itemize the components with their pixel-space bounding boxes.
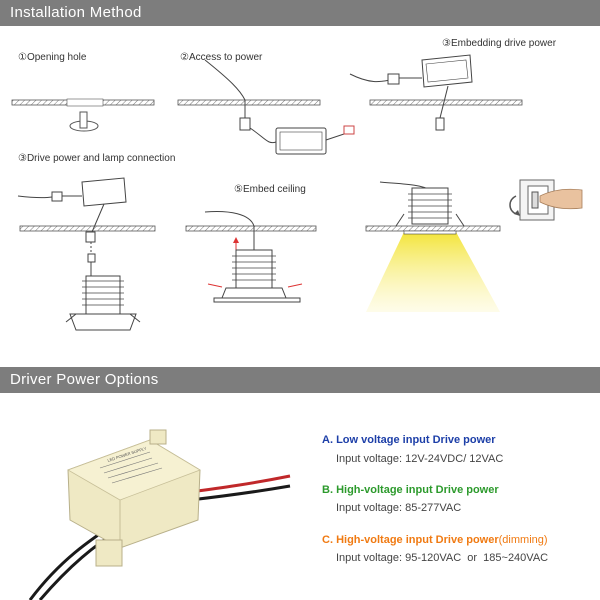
option-c-voltage: Input voltage: 95-120VAC or 185~240VAC	[336, 552, 549, 564]
option-c-title: C. High-voltage input Drive power(dimmin…	[322, 534, 548, 546]
step4-illustration	[17, 177, 156, 331]
option-b-voltage: Input voltage: 85-277VAC	[336, 502, 462, 514]
installation-title: Installation Method	[10, 4, 142, 21]
driver-options-title: Driver Power Options	[10, 371, 159, 388]
option-a-title: A. Low voltage input Drive power	[322, 434, 496, 446]
installation-header: Installation Method	[0, 0, 600, 26]
step-opening-hole: ①Opening hole	[18, 52, 87, 63]
step5-illustration	[185, 211, 317, 303]
option-b-letter: B.	[322, 484, 333, 496]
option-a-letter: A.	[322, 434, 333, 446]
step1-illustration	[11, 98, 155, 132]
option-c-letter: C.	[322, 534, 333, 546]
step-access-power: ②Access to power	[180, 52, 263, 63]
option-c-name: High-voltage input Drive power	[336, 534, 499, 546]
driver-options-header: Driver Power Options	[0, 367, 600, 393]
step3-illustration	[349, 54, 523, 131]
step-embed-ceiling: ⑤Embed ceiling	[234, 184, 306, 195]
option-b-title: B. High-voltage input Drive power	[322, 484, 499, 496]
driver-power-supply-image: LED POWER SUPPLY	[28, 429, 291, 600]
step6-illustration	[365, 181, 501, 312]
step2-illustration	[177, 59, 355, 155]
step-embed-drive: ③Embedding drive power	[442, 38, 557, 49]
option-c-suffix: (dimming)	[498, 534, 548, 546]
wall-switch-illustration	[509, 179, 583, 221]
option-a-name: Low voltage input Drive power	[336, 434, 496, 446]
option-b-name: High-voltage input Drive power	[336, 484, 499, 496]
step-drive-lamp-connection: ③Drive power and lamp connection	[18, 153, 176, 164]
option-a-voltage: Input voltage: 12V-24VDC/ 12VAC	[336, 453, 504, 465]
